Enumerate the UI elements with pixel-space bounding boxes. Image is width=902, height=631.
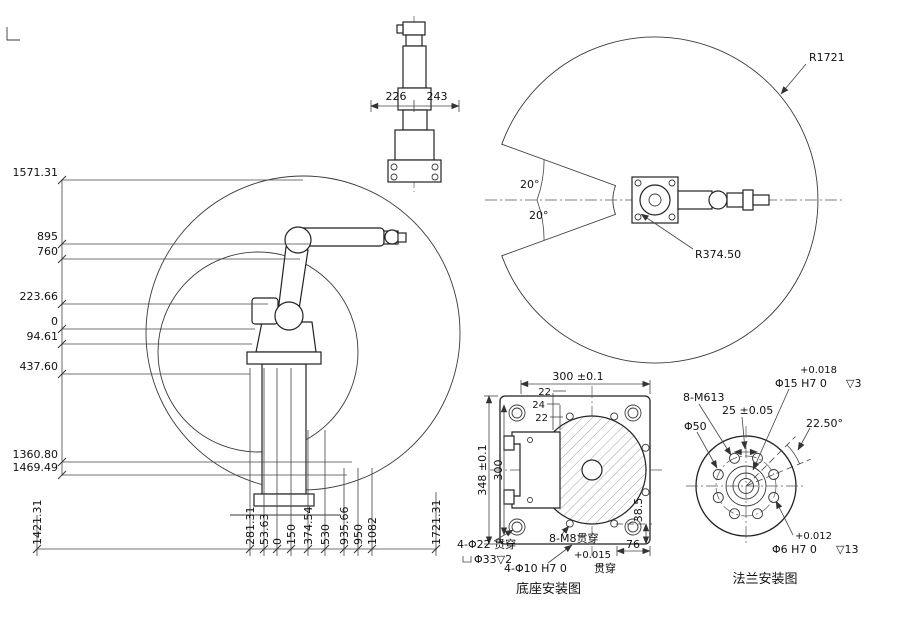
side-vertical-dim: 1360.80 [13, 448, 59, 461]
side-horizontal-dim: 150 [285, 524, 298, 545]
base-dim-76: 76 [626, 538, 640, 551]
base-corner-holes [508, 404, 642, 536]
flange-angle-construction [745, 436, 811, 487]
side-horizontal-dimensions: 1421.31 281.31 53.63 0 150 374.54 530 93… [31, 368, 443, 556]
side-horizontal-dim: 1721.31 [430, 500, 443, 546]
base-mount-callouts: 8-M8贯穿 +0.015 4-Φ10 H7 0 贯穿 4-Φ22 贯穿 Φ33… [457, 525, 616, 597]
side-envelope-inner-arc [157, 251, 359, 453]
side-horizontal-dim: 281.31 [244, 507, 257, 546]
side-horizontal-dim: 530 [319, 524, 332, 545]
side-vertical-dim: 0 [51, 315, 58, 328]
flange-label-50: Φ50 [684, 420, 707, 433]
side-horizontal-dim: 374.54 [302, 507, 315, 546]
side-vertical-dim: 94.61 [27, 330, 59, 343]
top-view-small: 226 243 [370, 16, 460, 192]
flange-label-m6: 8-M613 [683, 391, 724, 404]
side-vertical-dim: 1571.31 [13, 166, 59, 179]
flange-label-6: Φ6 H7 0 [772, 543, 817, 556]
base-label-counterbore: Φ33▽2 [474, 553, 512, 566]
radius-outer-label: R1721 [809, 51, 845, 64]
side-vertical-dim: 223.66 [20, 290, 59, 303]
top-view-small-dimensions: 226 243 [370, 90, 460, 112]
base-dim-width: 300 ±0.1 [552, 370, 603, 383]
robot-top-silhouette-small [387, 21, 442, 183]
base-label-h7-suffix: 贯穿 [594, 561, 616, 575]
dim-226: 226 [386, 90, 407, 103]
angle-lower-label: 20° [529, 209, 549, 222]
side-vertical-dim: 760 [37, 245, 58, 258]
flange-tol-6: +0.012 [795, 531, 832, 542]
sheet-corner-mark [6, 27, 20, 41]
robot-side-silhouette [230, 226, 407, 516]
side-vertical-dim: 895 [37, 230, 58, 243]
side-horizontal-dim: 935.66 [338, 507, 351, 546]
side-horizontal-dim: 0 [271, 538, 284, 545]
flange-depth-15: ▽3 [846, 377, 861, 390]
envelope-annotations: R1721 20° 20° R374.50 [520, 51, 845, 261]
base-dim-22a: 22 [538, 387, 551, 398]
flange-depth-6: ▽13 [836, 543, 858, 556]
side-vertical-dimensions: 1571.31 895 760 223.66 0 94.61 437.60 13… [13, 166, 352, 480]
flange-callouts: +0.018 Φ15 H7 0 ▽3 8-M613 25 ±0.05 Φ50 2… [683, 365, 861, 587]
flange-mount-view: +0.018 Φ15 H7 0 ▽3 8-M613 25 ±0.05 Φ50 2… [683, 365, 861, 587]
base-label-corner-holes: 4-Φ22 贯穿 [457, 537, 516, 551]
side-view: 1571.31 895 760 223.66 0 94.61 437.60 13… [13, 166, 461, 556]
base-label-h7: 4-Φ10 H7 0 [504, 562, 567, 575]
base-tol-h7: +0.015 [574, 550, 611, 561]
side-vertical-dim: 437.60 [20, 360, 59, 373]
base-label-m8: 8-M8贯穿 [549, 531, 598, 545]
flange-dim-25-label: 25 ±0.05 [722, 404, 773, 417]
base-dim-22b: 22 [535, 413, 548, 424]
base-bracket-profile [503, 431, 561, 509]
flange-dim-25 [733, 416, 758, 456]
flange-mount-title: 法兰安装图 [732, 572, 797, 587]
envelope-outline [501, 36, 819, 364]
flange-label-15: Φ15 H7 0 [775, 377, 827, 390]
side-horizontal-dim: 950 [352, 524, 365, 545]
side-vertical-dim: 1469.49 [13, 461, 59, 474]
side-horizontal-dim: 1421.31 [31, 500, 44, 546]
side-horizontal-dim: 53.63 [258, 514, 271, 546]
base-dim-24: 24 [532, 400, 545, 411]
base-dim-300: 300 [492, 460, 505, 481]
base-mount-view: 300 ±0.1 22 24 22 348 ±0.1 300 38.5 76 [457, 370, 662, 597]
base-dim-height: 348 ±0.1 [476, 444, 489, 495]
base-mount-dimensions: 300 ±0.1 22 24 22 348 ±0.1 300 38.5 76 [476, 370, 652, 556]
side-horizontal-dim: 1082 [366, 517, 379, 545]
base-dim-38-5: 38.5 [632, 498, 645, 523]
envelope-top-view: R1721 20° 20° R374.50 [485, 36, 845, 364]
flange-tol-15: +0.018 [800, 365, 837, 376]
radius-inner-label: R374.50 [695, 248, 741, 261]
dim-243: 243 [427, 90, 448, 103]
base-mount-title: 底座安装图 [516, 581, 581, 597]
angle-upper-label: 20° [520, 178, 540, 191]
robot-top-silhouette-envelope [631, 176, 770, 224]
counterbore-symbol [462, 556, 472, 563]
flange-angle-label: 22.50° [806, 417, 843, 430]
